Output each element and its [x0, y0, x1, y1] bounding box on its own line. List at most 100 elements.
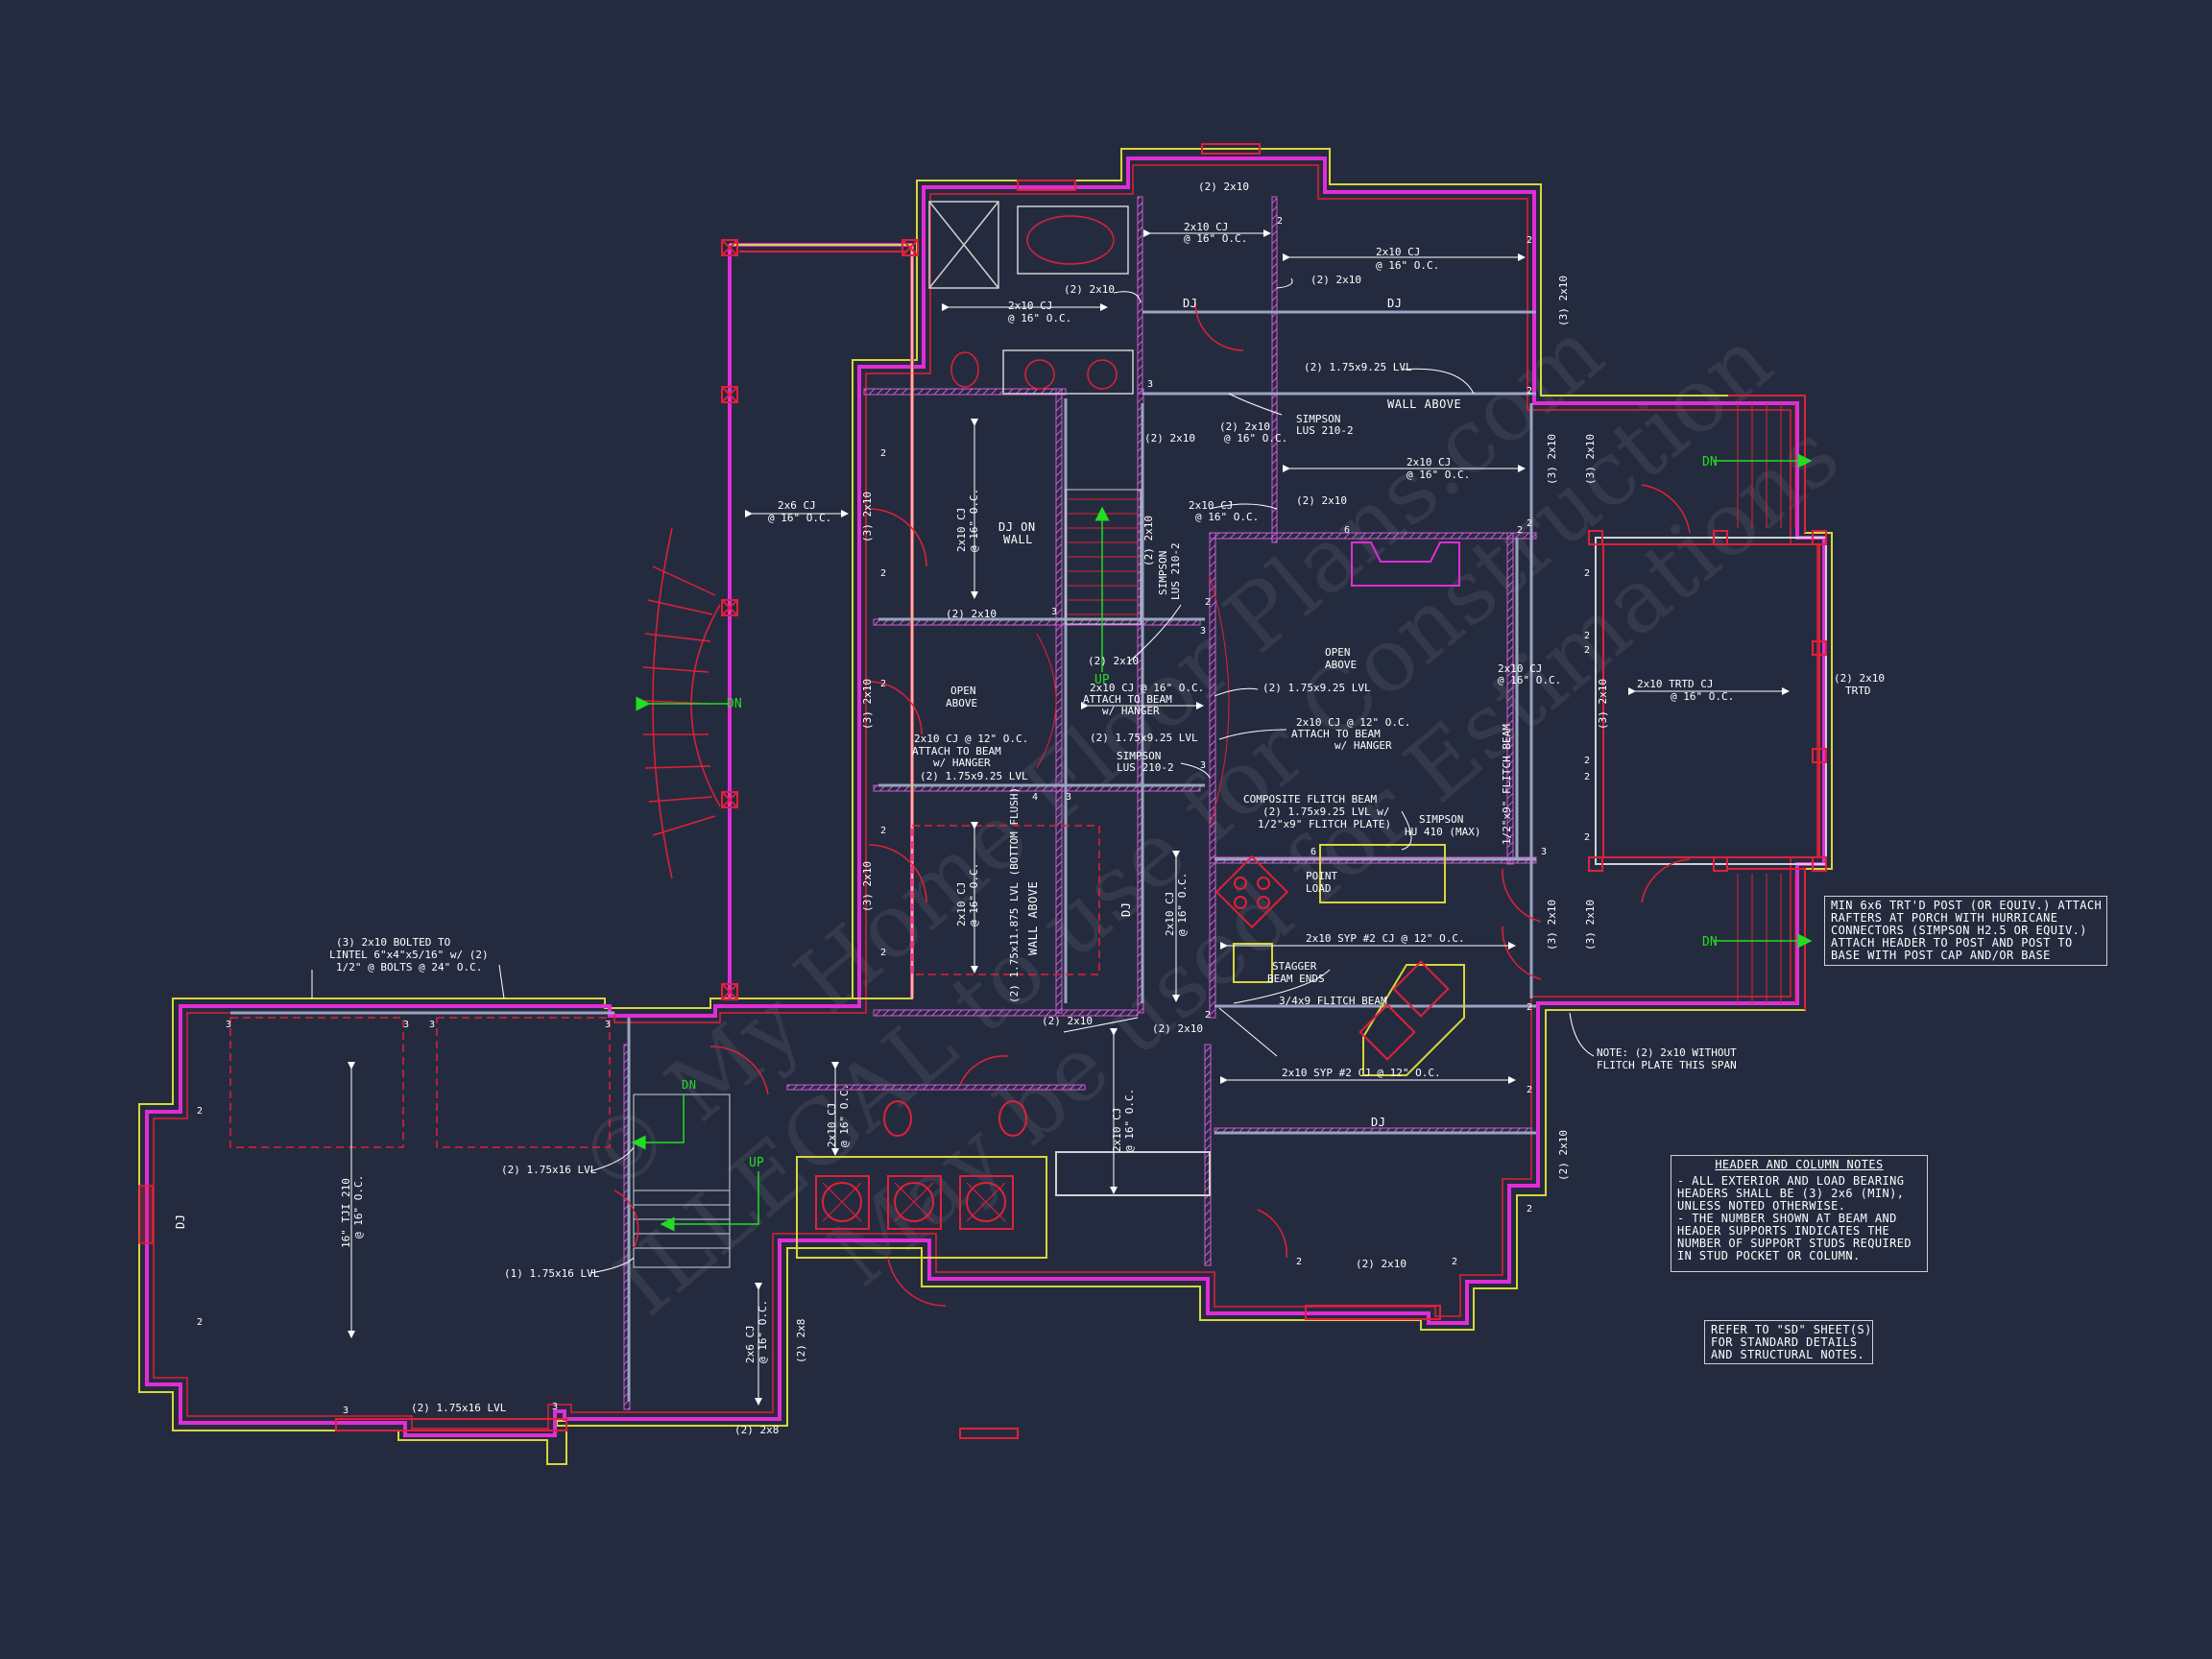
label-l23: TRTD — [1845, 685, 1871, 697]
label-dn-right-bottom: DN — [1702, 935, 1718, 950]
label-l01: (2) 2x10 — [1198, 180, 1249, 193]
label-l19-a: 2x10 CJ @ 16" O.C. — [1090, 682, 1204, 694]
label-l03-f: @ 16" O.C. — [1195, 511, 1259, 523]
label-l46-f: (3) 2x10 — [1597, 679, 1609, 730]
label-up-garage: UP — [749, 1156, 764, 1170]
left-deck — [728, 244, 913, 999]
label-l04-c: (2) 2x10 — [1219, 421, 1270, 433]
label-l44-vert: (2) 2x8 — [795, 1319, 807, 1363]
label-l17-c: ATTACH TO BEAM — [912, 745, 1001, 757]
stud-count: 3 — [1051, 607, 1057, 617]
right-porch — [1594, 395, 1827, 1011]
label-l03-b: @ 16" O.C. — [1376, 259, 1439, 272]
label-l17-a: ATTACH TO BEAM — [1083, 693, 1172, 706]
label-l16-a: 2x10 CJ @ 12" O.C. — [1296, 716, 1410, 729]
stud-count: 2 — [197, 1317, 203, 1328]
label-l45: (2) 1.75x11.875 LVL (BOTTOM FLUSH) — [1008, 787, 1021, 1003]
stud-count: 2 — [880, 948, 886, 958]
label-l03-vert-b: @ 16" O.C. — [968, 863, 980, 926]
label-l46-h: (3) 2x10 — [1584, 900, 1597, 950]
stud-count: 2 — [1584, 645, 1590, 656]
label-l36: FLITCH PLATE THIS SPAN — [1597, 1059, 1737, 1071]
label-l08-a: SIMPSON — [1296, 413, 1340, 425]
exterior-walls-inner-red — [153, 164, 1818, 1430]
label-l06-d: (2) 1.75x9.25 LVL — [920, 770, 1028, 782]
label-l06-a: (2) 1.75x9.25 LVL — [1304, 361, 1412, 373]
door-swings — [613, 301, 1691, 1307]
header-note-line: - THE NUMBER SHOWN AT BEAM AND — [1677, 1212, 1897, 1225]
stair-arrow-garage-dn — [631, 1094, 685, 1150]
label-l40-a: (2) 1.75x16 LVL — [501, 1164, 597, 1176]
label-l24: COMPOSITE FLITCH BEAM — [1243, 793, 1377, 805]
label-l10-c: (2) 2x10 — [946, 608, 997, 620]
label-l05-vert-b: DJ — [174, 1214, 187, 1229]
label-l08-c: SIMPSON — [1419, 813, 1463, 826]
label-l30: 2x10 SYP #2 CJ @ 12" O.C. — [1306, 932, 1465, 945]
label-l03-a: @ 16" O.C. — [1184, 232, 1247, 245]
stud-count: 2 — [197, 1106, 203, 1117]
stud-count: 2 — [1205, 1010, 1211, 1021]
label-l02-c: 2x10 CJ — [1008, 300, 1052, 312]
label-l02-vert-a: 2x10 CJ — [955, 508, 968, 552]
stud-count: 3 — [403, 1020, 409, 1030]
header-note-line: - ALL EXTERIOR AND LOAD BEARING — [1677, 1174, 1905, 1188]
header-column-notes: HEADER AND COLUMN NOTES - ALL EXTERIOR A… — [1671, 1155, 1928, 1272]
label-l02-vert-e: 2x10 CJ — [1111, 1108, 1123, 1152]
watermark-line2: ILLEGAL to use for Construction — [596, 309, 1791, 1335]
utility-fixtures — [796, 1100, 1211, 1259]
label-l46-a: (3) 2x10 — [861, 492, 874, 542]
refer-note-line: FOR STANDARD DETAILS — [1711, 1335, 1858, 1349]
stud-count: 2 — [1527, 235, 1532, 246]
label-l05-c: DJ — [1371, 1116, 1385, 1129]
label-l08-b: SIMPSON — [1117, 750, 1161, 762]
stud-count: 2 — [1296, 1257, 1302, 1267]
stud-count: 2 — [1277, 216, 1283, 227]
label-l29: LOAD — [1306, 882, 1332, 895]
label-l17-b: ATTACH TO BEAM — [1291, 728, 1381, 740]
porch-note-line: ATTACH HEADER TO POST AND POST TO — [1831, 936, 2073, 950]
stud-count: 3 — [1147, 379, 1153, 390]
header-note-line: HEADERS SHALL BE (3) 2x6 (MIN), — [1677, 1187, 1905, 1200]
center-staircase — [1036, 489, 1230, 827]
label-dn-right-top: DN — [1702, 455, 1718, 469]
label-l05-vert-a: DJ — [1119, 902, 1133, 917]
stud-count: 2 — [1452, 1257, 1457, 1267]
label-l46-i: (3) 2x10 — [1557, 276, 1570, 326]
label-l04-vert-b: (2) 2x10 — [1557, 1130, 1570, 1181]
label-l46-g: (3) 2x10 — [1546, 900, 1558, 950]
porch-note-line: MIN 6x6 TRT'D POST (OR EQUIV.) ATTACH — [1831, 899, 2103, 912]
stud-count: 6 — [1344, 525, 1350, 536]
stud-count: 2 — [1517, 525, 1523, 536]
label-l03-vert-d: @ 16" O.C. — [352, 1175, 365, 1238]
label-l14-b: OPEN — [950, 685, 976, 697]
stud-count: 2 — [880, 568, 886, 579]
garage-stair — [633, 1094, 731, 1268]
stud-count: 3 — [1200, 626, 1206, 637]
stud-count: 2 — [1584, 568, 1590, 579]
stud-count: 3 — [552, 1402, 558, 1412]
stud-count: 2 — [1527, 1002, 1532, 1013]
label-l02-b: 2x10 CJ — [1376, 246, 1420, 258]
label-l15-b: ABOVE — [946, 697, 977, 709]
label-l46-d: (3) 2x10 — [1546, 434, 1558, 485]
label-l03-e: @ 16" O.C. — [1407, 469, 1470, 481]
label-dn-garage: DN — [682, 1078, 696, 1092]
label-l04-d: (2) 2x10 — [1356, 1258, 1407, 1270]
label-l02-vert-d: 2x10 CJ — [826, 1103, 838, 1147]
label-l03-vert-c: @ 16" O.C. — [1176, 873, 1189, 936]
label-l03-vert-f: @ 16" O.C. — [838, 1084, 851, 1147]
label-l03-h: @ 16" O.C. — [1498, 674, 1561, 686]
stud-count: 3 — [1066, 792, 1071, 803]
porch-post-note: MIN 6x6 TRT'D POST (OR EQUIV.) ATTACH RA… — [1824, 896, 2107, 966]
kitchen-fixtures — [1214, 844, 1465, 1076]
beam-lines — [230, 310, 1536, 1402]
label-l42: 16" TJI 210 — [340, 1178, 352, 1248]
label-l38: LINTEL 6"x4"x5/16" w/ (2) — [329, 949, 489, 961]
label-l37: (3) 2x10 BOLTED TO — [336, 936, 450, 949]
stud-count: 3 — [429, 1020, 435, 1030]
label-l07-vert: WALL ABOVE — [1026, 881, 1040, 955]
label-l40-b: (2) 1.75x16 LVL — [411, 1402, 507, 1414]
refer-sd-note: REFER TO "SD" SHEET(S) FOR STANDARD DETA… — [1704, 1320, 1873, 1364]
header-note-line: UNLESS NOTED OTHERWISE. — [1677, 1199, 1846, 1213]
